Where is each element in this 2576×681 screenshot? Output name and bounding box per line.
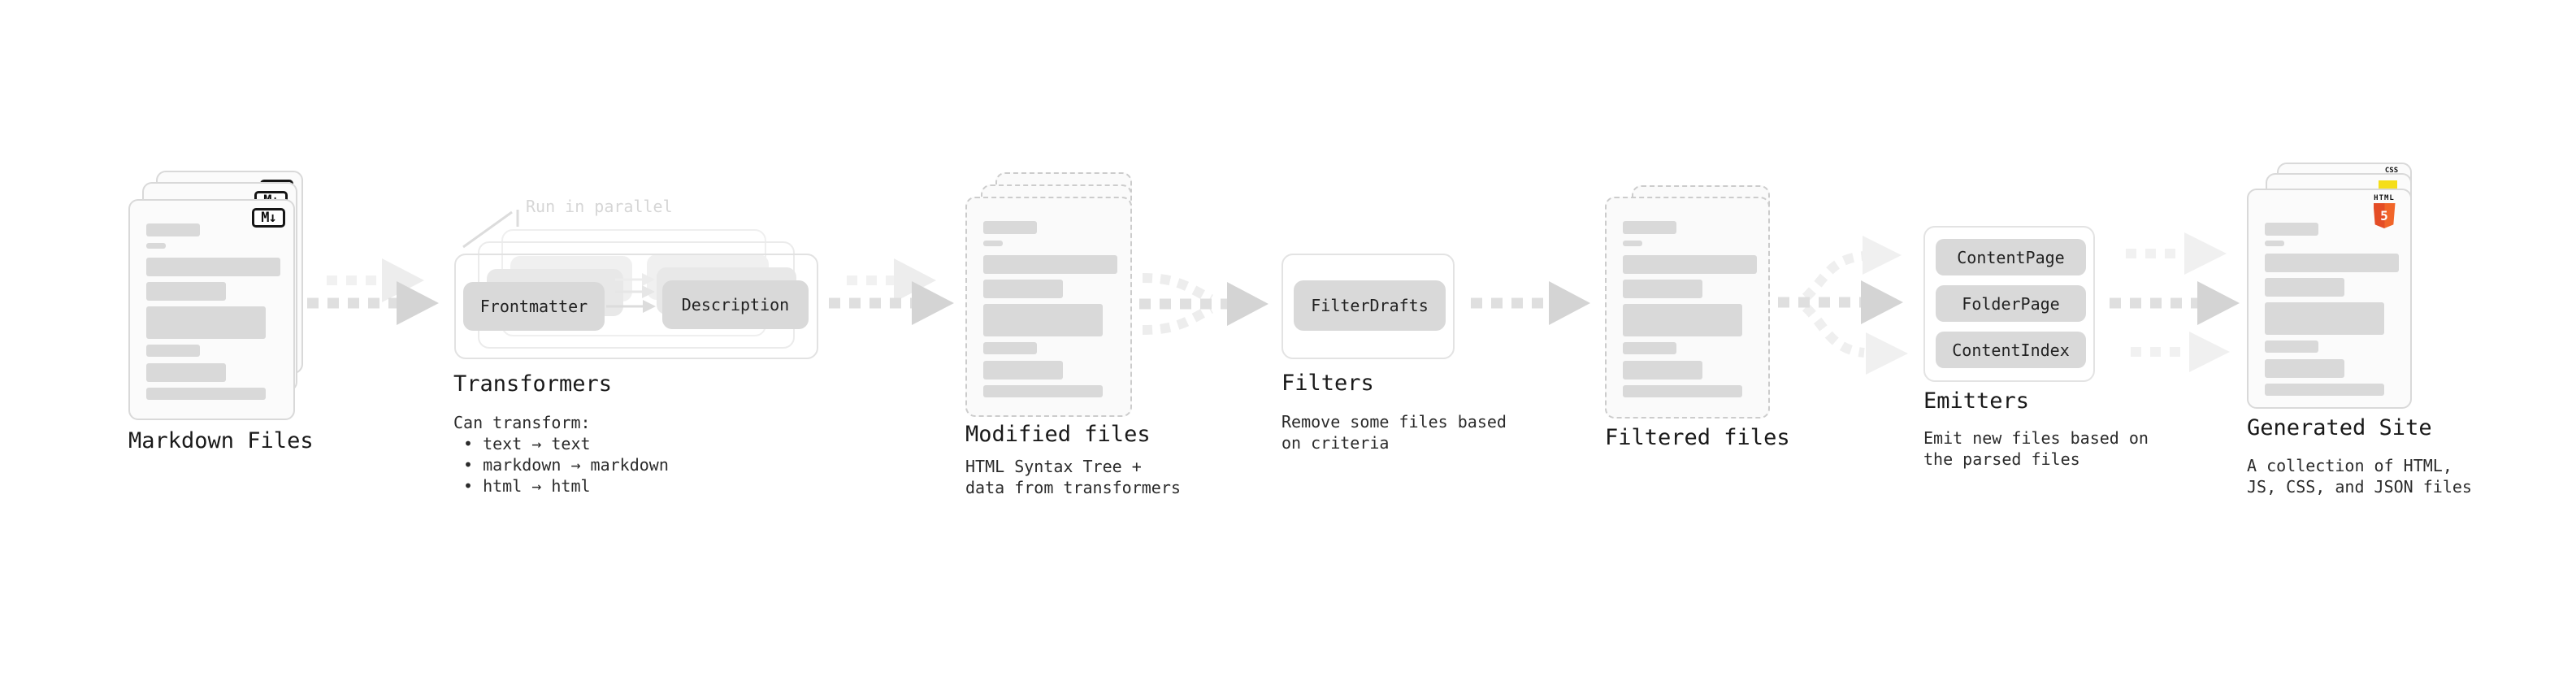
text-placeholder-bar [146,258,280,276]
js-icon [2379,180,2397,189]
text-placeholder-bar [1623,221,1676,234]
stage-title-modified-files: Modified files [965,422,1151,447]
text-placeholder-bar [1623,304,1742,336]
text-placeholder-bar [1623,255,1757,274]
filters-box: FilterDrafts [1281,254,1455,359]
emitters-subtitle-line: the parsed files [1923,449,2080,469]
generated-site-description: A collection of HTML, JS, CSS, and JSON … [2247,455,2472,497]
modified-subtitle-line: data from transformers [965,478,1181,497]
arrow-transformers-to-modified [829,258,954,325]
stage-title-filtered-files: Filtered files [1605,425,1790,450]
text-placeholder-bar [1623,385,1742,397]
arrow-filtered-to-emitters-fan-out [1778,236,1908,375]
filters-subtitle-line: on criteria [1281,433,1390,453]
transformers-description: Can transform: • text → text • markdown … [453,412,669,497]
stage-title-filters: Filters [1281,371,1374,396]
html5-icon: HTML 5 [2368,194,2400,228]
markdown-icon: M↓ [252,208,285,228]
text-placeholder-bar [983,280,1063,298]
text-placeholder-bar [2265,302,2384,335]
text-placeholder-bar [146,363,226,382]
folderpage-pill: FolderPage [1936,285,2086,322]
generated-subtitle-line: JS, CSS, and JSON files [2247,477,2472,497]
emitters-subtitle-line: Emit new files based on [1923,428,2149,448]
text-placeholder-bar [2265,340,2318,353]
text-placeholder-bar [146,345,200,357]
html5-icon-shield: 5 [2373,203,2396,228]
text-placeholder-bar [983,241,1003,246]
arrows-emitters-to-generated [2110,232,2240,372]
modified-file-card-front [965,197,1132,417]
text-placeholder-bar [2265,359,2344,378]
arrow-filters-to-filtered [1471,281,1590,325]
emitters-description: Emit new files based on the parsed files [1923,427,2149,470]
text-placeholder-bar [983,342,1037,354]
text-placeholder-bar [983,255,1117,274]
description-pill: Description [662,280,809,329]
transformers-body-intro: Can transform: [453,413,591,432]
text-placeholder-bar [146,306,266,339]
transformers-bullet: • html → html [463,476,591,496]
html5-icon-label: HTML [2374,194,2395,202]
filters-description: Remove some files based on criteria [1281,411,1507,453]
text-placeholder-bar [2265,254,2399,272]
transformers-bullet: • markdown → markdown [463,455,669,475]
text-placeholder-bar [983,361,1063,380]
run-in-parallel-label: Run in parallel [526,197,673,216]
contentpage-pill: ContentPage [1936,239,2086,275]
text-placeholder-bar [1623,361,1702,380]
markdown-files-stack: M↓ M↓ M↓ [128,171,307,423]
text-placeholder-bar [146,282,226,301]
filters-subtitle-line: Remove some files based [1281,412,1507,432]
stage-title-emitters: Emitters [1923,388,2030,414]
modified-files-description: HTML Syntax Tree + data from transformer… [965,456,1181,498]
markdown-file-card-front: M↓ [128,199,295,420]
text-placeholder-bar [983,221,1037,234]
emitters-box: ContentPage FolderPage ContentIndex [1923,226,2095,382]
transformers-group: Frontmatter Description [454,254,818,359]
generated-site-stack: CSS HTML 5 [2247,163,2418,410]
stage-title-generated-site: Generated Site [2247,415,2432,440]
transformers-bullet: • text → text [463,434,591,453]
contentindex-pill: ContentIndex [1936,332,2086,368]
text-placeholder-bar [983,385,1103,397]
modified-files-stack [965,172,1136,420]
text-placeholder-bar [2265,241,2284,246]
text-placeholder-bar [1623,241,1642,246]
filterdrafts-pill: FilterDrafts [1294,280,1446,331]
text-placeholder-bar [1623,342,1676,354]
text-placeholder-bar [1623,280,1702,298]
filtered-files-stack [1605,185,1776,421]
modified-subtitle-line: HTML Syntax Tree + [965,457,1142,476]
text-placeholder-bar [146,388,266,400]
text-placeholder-bar [146,243,166,249]
frontmatter-pill: Frontmatter [463,282,605,331]
text-placeholder-bar [983,304,1103,336]
text-placeholder-bar [2265,384,2384,396]
text-placeholder-bar [146,223,200,236]
generated-subtitle-line: A collection of HTML, [2247,456,2452,475]
arrow-markdown-to-transformers [307,258,439,325]
filtered-file-card-front [1605,197,1770,419]
arrow-modified-to-filters-fan-in [1139,273,1268,335]
text-placeholder-bar [2265,278,2344,297]
stage-title-markdown-files: Markdown Files [128,428,314,453]
html-file-card: HTML 5 [2247,189,2412,409]
stage-title-transformers: Transformers [453,371,613,397]
text-placeholder-bar [2265,223,2318,236]
css-icon-label: CSS [2384,167,2399,175]
